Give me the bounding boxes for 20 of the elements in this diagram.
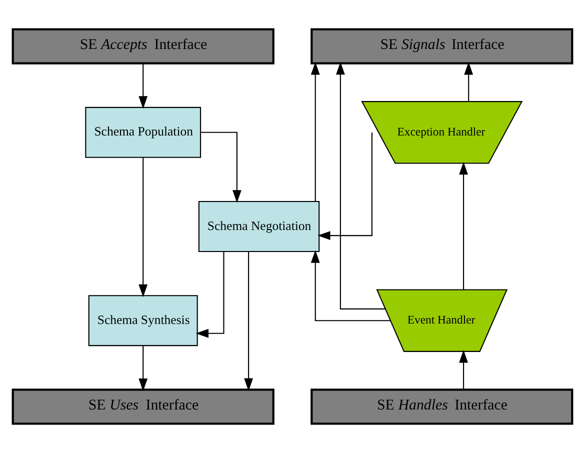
arrow (200, 131, 242, 202)
arrow (138, 62, 148, 108)
node-box: SE Uses Interface (12, 388, 274, 424)
node-box: Schema Synthesis (88, 294, 198, 346)
node-box: SE Handles Interface (310, 388, 574, 424)
arrow (336, 61, 386, 309)
arrow (318, 132, 372, 240)
arrow (244, 251, 254, 391)
node-box: Schema Population (85, 106, 202, 158)
arrow (196, 251, 224, 338)
arrow (138, 345, 148, 391)
arrow (459, 349, 468, 390)
arrow (310, 250, 390, 321)
arrow (464, 61, 474, 101)
arrow (459, 161, 468, 290)
arrow (138, 156, 148, 297)
node-box: Schema Negotiation (198, 200, 320, 252)
arrow (310, 61, 320, 201)
node-box: SE Signals Interface (310, 28, 574, 64)
node-box: SE Accepts Interface (12, 28, 274, 64)
